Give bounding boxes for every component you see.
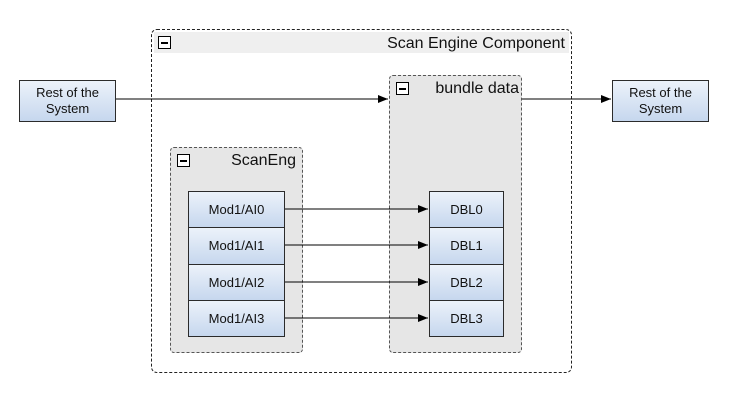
bundle-data-title: bundle data [435, 80, 519, 97]
scan-engine-component-title: Scan Engine Component [387, 35, 565, 52]
channel-node-ai2[interactable]: Mod1/AI2 [189, 264, 284, 300]
rest-of-system-input-label: Rest of the System [36, 85, 99, 116]
dbl-node-2[interactable]: DBL2 [430, 264, 503, 300]
scan-engine-component-header [154, 32, 569, 53]
bundle-dbl-list: DBL0 DBL1 DBL2 DBL3 [429, 191, 504, 337]
dbl-node-0[interactable]: DBL0 [430, 192, 503, 228]
rest-of-system-output-label: Rest of the System [629, 85, 692, 116]
channel-node-ai3[interactable]: Mod1/AI3 [189, 300, 284, 336]
bundle-data-collapse-icon[interactable] [396, 82, 409, 95]
channel-node-ai1[interactable]: Mod1/AI1 [189, 228, 284, 264]
scaneng-title: ScanEng [231, 152, 296, 169]
dbl-node-1[interactable]: DBL1 [430, 228, 503, 264]
rest-of-system-output-node[interactable]: Rest of the System [612, 80, 709, 122]
channel-node-ai0[interactable]: Mod1/AI0 [189, 192, 284, 228]
scaneng-channel-list: Mod1/AI0 Mod1/AI1 Mod1/AI2 Mod1/AI3 [188, 191, 285, 337]
rest-of-system-input-node[interactable]: Rest of the System [19, 80, 116, 122]
scan-engine-collapse-icon[interactable] [158, 36, 171, 49]
scaneng-collapse-icon[interactable] [177, 154, 190, 167]
dbl-node-3[interactable]: DBL3 [430, 300, 503, 336]
